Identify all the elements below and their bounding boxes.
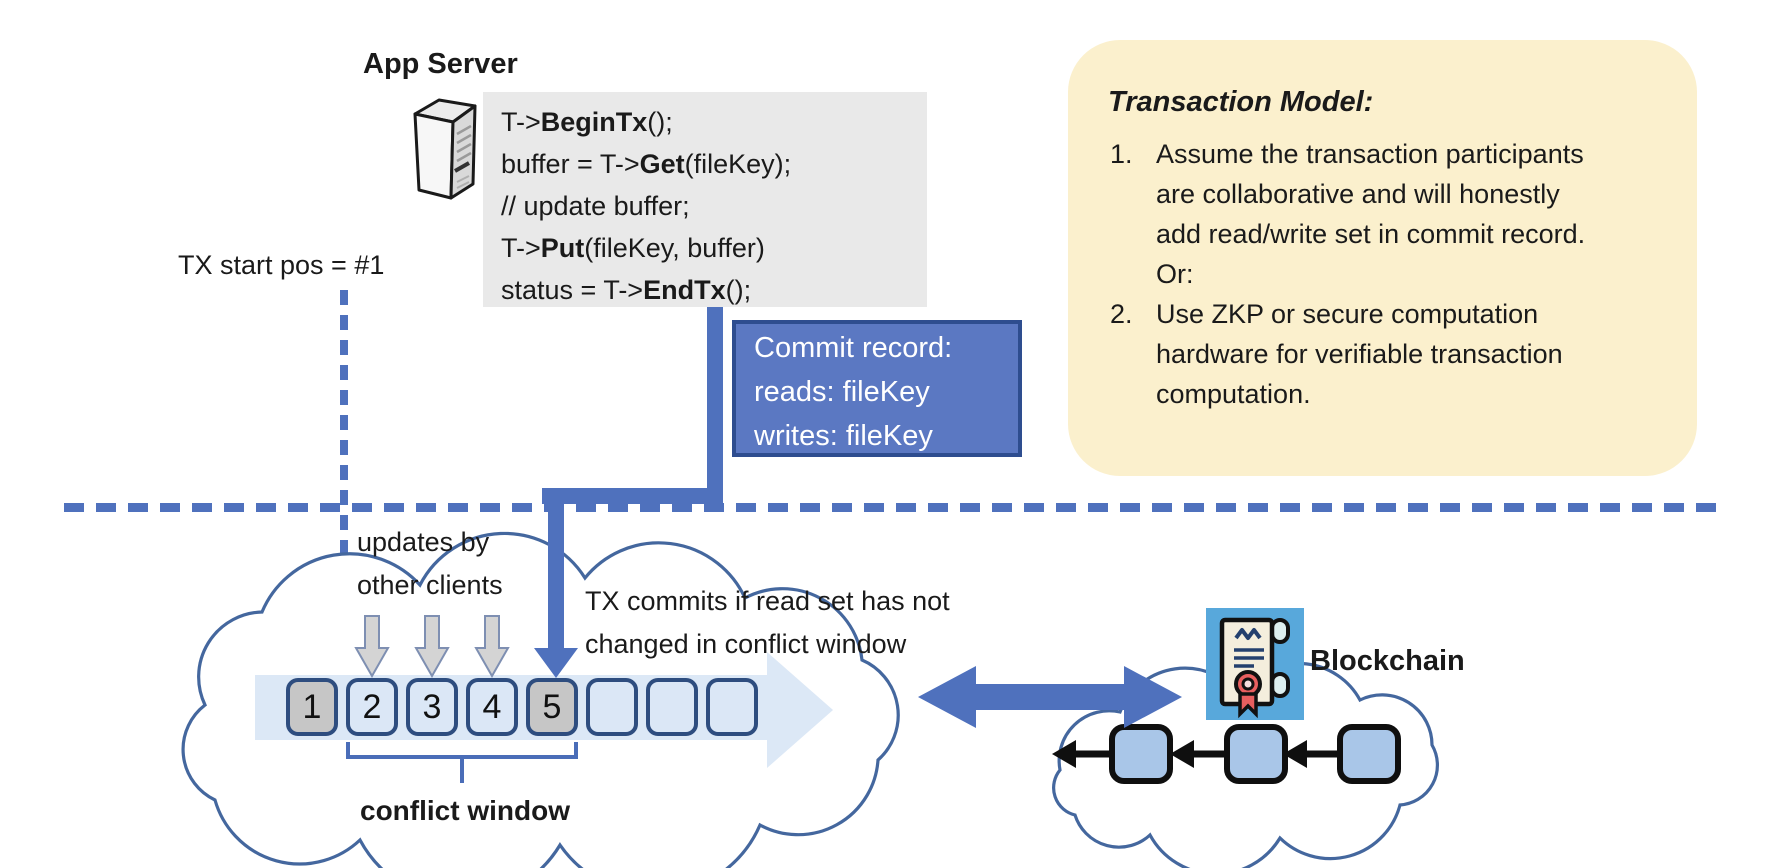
transaction-model-note: Transaction Model: 1.Assume the transact… <box>1068 40 1697 476</box>
update-arrow-icon <box>474 615 510 679</box>
commit-record-reads: reads: fileKey <box>754 376 930 408</box>
transaction-model-list: 1.Assume the transaction participants ar… <box>1110 134 1610 414</box>
ledger-square-label: 4 <box>482 687 502 726</box>
commit-record-title: Commit record: <box>754 332 953 364</box>
update-arrow-icon <box>414 615 450 679</box>
ledger-square-label: 3 <box>422 687 442 726</box>
block <box>1224 724 1288 784</box>
tx-start-pos-label: TX start pos = #1 <box>178 250 385 280</box>
code-line: status = T->EndTx(); <box>501 275 752 305</box>
ledger-square-label: 5 <box>542 687 562 726</box>
ledger-square: 4 <box>466 678 518 736</box>
app-server-title: App Server <box>363 48 518 80</box>
transaction-model-title: Transaction Model: <box>1108 86 1374 118</box>
ledger-square: 2 <box>346 678 398 736</box>
commit-connector-horizontal <box>542 488 723 504</box>
updates-by-other-clients-label: updates by other clients <box>357 527 503 600</box>
update-arrow-icon <box>354 615 390 679</box>
block <box>1109 724 1173 784</box>
code-line: buffer = T->Get(fileKey); <box>501 149 792 179</box>
commit-connector-arrowhead <box>534 648 578 678</box>
block <box>1337 724 1401 784</box>
transaction-model-item: 2.Use ZKP or secure computation hardware… <box>1110 299 1563 409</box>
ledger-square: 3 <box>406 678 458 736</box>
commit-record-writes: writes: fileKey <box>754 420 933 452</box>
code-line: T->Put(fileKey, buffer) <box>501 233 765 263</box>
update-arrows <box>354 615 510 679</box>
chain-arrowhead <box>1052 740 1076 768</box>
ledger-square <box>646 678 698 736</box>
chain-arrowhead <box>1170 740 1194 768</box>
blockchain-label: Blockchain <box>1310 645 1465 677</box>
commit-connector-vertical <box>707 307 723 504</box>
certificate-icon <box>1206 608 1304 720</box>
commit-connector-drop <box>548 502 564 650</box>
blockchain-cloud <box>1052 661 1439 868</box>
ledger-square-label: 2 <box>362 687 382 726</box>
code-line: T->BeginTx(); <box>501 107 673 137</box>
commit-record-box: Commit record: reads: fileKey writes: fi… <box>732 320 1022 457</box>
ledger-square <box>586 678 638 736</box>
sync-double-arrow <box>918 666 1182 728</box>
commit-boundary-dashed-line <box>64 503 1716 512</box>
conflict-window-label: conflict window <box>360 795 570 826</box>
code-line: // update buffer; <box>501 191 690 221</box>
chain-arrowhead <box>1283 740 1307 768</box>
tx-commits-note: TX commits if read set has not changed i… <box>585 586 950 659</box>
ledger-square <box>706 678 758 736</box>
transaction-model-item: 1.Assume the transaction participants ar… <box>1110 139 1586 289</box>
ledger-square: 5 <box>526 678 578 736</box>
conflict-window-bracket <box>346 742 578 783</box>
code-box: T->BeginTx(); buffer = T->Get(fileKey); //… <box>483 92 927 307</box>
server-icon <box>413 98 477 200</box>
tx-start-dashed-line <box>340 290 348 808</box>
ledger-timeline-arrowhead <box>767 652 833 768</box>
ledger-square: 1 <box>286 678 338 736</box>
ledger-square-label: 1 <box>302 687 322 726</box>
